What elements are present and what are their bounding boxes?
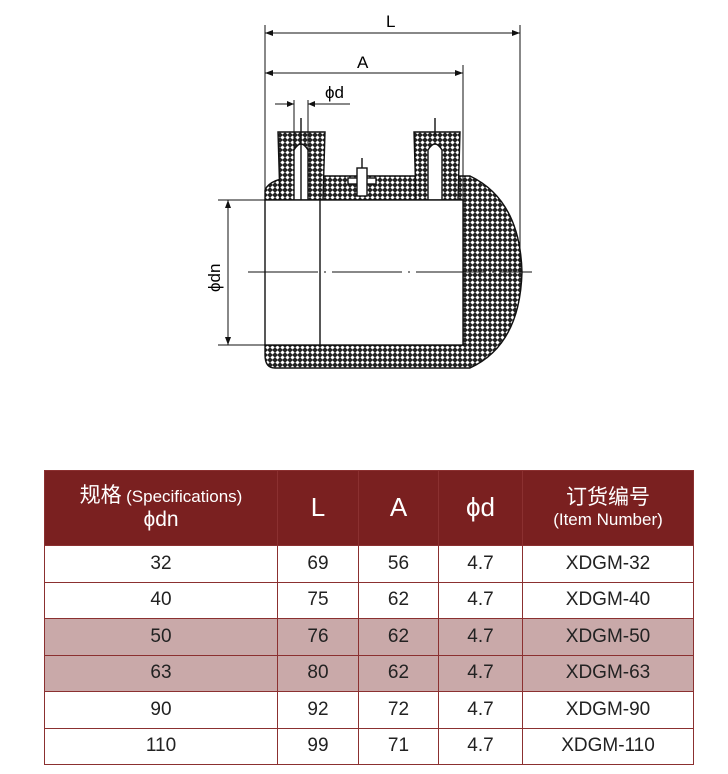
cell-d: 4.7 bbox=[438, 618, 523, 656]
cell-d: 4.7 bbox=[438, 691, 523, 729]
cell-d: 4.7 bbox=[438, 727, 523, 765]
cell-dn: 63 bbox=[44, 654, 278, 692]
cell-d: 4.7 bbox=[438, 581, 523, 619]
dim-phi-d-label: ϕd bbox=[325, 83, 344, 102]
cell-A: 56 bbox=[358, 545, 439, 583]
header-spec: 规格 (Specifications) ϕdn bbox=[44, 470, 278, 546]
cell-L: 99 bbox=[277, 727, 359, 765]
cell-d: 4.7 bbox=[438, 654, 523, 692]
cell-item: XDGM-90 bbox=[522, 691, 694, 729]
cell-A: 62 bbox=[358, 654, 439, 692]
table-header-row: 规格 (Specifications) ϕdn L A ϕd 订货编号 (Ite… bbox=[44, 470, 694, 546]
cell-item: XDGM-40 bbox=[522, 581, 694, 619]
cell-A: 72 bbox=[358, 691, 439, 729]
header-L: L bbox=[277, 470, 359, 546]
cell-A: 71 bbox=[358, 727, 439, 765]
cell-L: 75 bbox=[277, 581, 359, 619]
cell-item: XDGM-110 bbox=[522, 727, 694, 765]
dim-A-label: A bbox=[357, 53, 369, 72]
header-item: 订货编号 (Item Number) bbox=[522, 470, 694, 546]
electrofusion-end-cap-drawing: L A ϕd ϕdn bbox=[205, 12, 532, 369]
cell-d: 4.7 bbox=[438, 545, 523, 583]
cell-L: 76 bbox=[277, 618, 359, 656]
cell-item: XDGM-63 bbox=[522, 654, 694, 692]
cell-L: 69 bbox=[277, 545, 359, 583]
cell-L: 80 bbox=[277, 654, 359, 692]
specification-table: 规格 (Specifications) ϕdn L A ϕd 订货编号 (Ite… bbox=[44, 470, 694, 765]
header-phi-d: ϕd bbox=[438, 470, 523, 546]
cell-dn: 40 bbox=[44, 581, 278, 619]
cell-dn: 110 bbox=[44, 727, 278, 765]
cell-dn: 32 bbox=[44, 545, 278, 583]
cell-item: XDGM-32 bbox=[522, 545, 694, 583]
cell-A: 62 bbox=[358, 618, 439, 656]
dim-L-label: L bbox=[386, 12, 395, 31]
cell-item: XDGM-50 bbox=[522, 618, 694, 656]
dim-phi-dn-label: ϕdn bbox=[205, 264, 224, 292]
cell-L: 92 bbox=[277, 691, 359, 729]
cell-dn: 90 bbox=[44, 691, 278, 729]
cell-dn: 50 bbox=[44, 618, 278, 656]
header-A: A bbox=[358, 470, 439, 546]
cell-A: 62 bbox=[358, 581, 439, 619]
